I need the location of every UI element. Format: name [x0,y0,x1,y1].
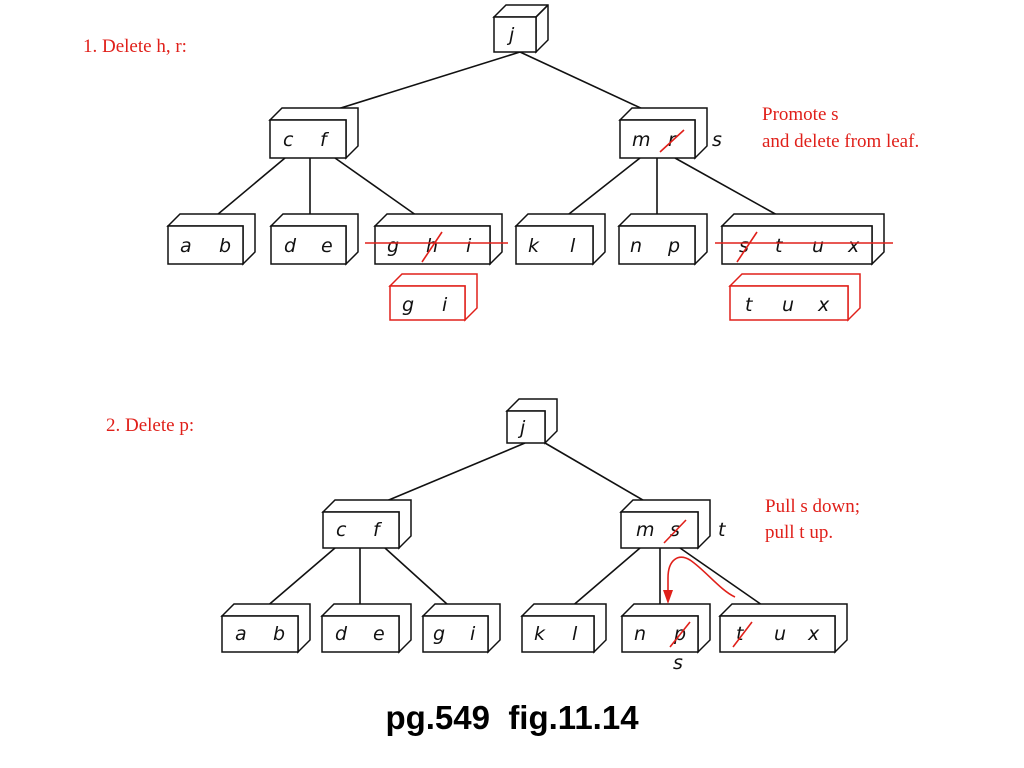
leaf-key: g [433,623,445,645]
p2-internal-left-node: c f [321,499,412,550]
figure-caption: pg.549 fig.11.14 [385,699,639,736]
leaf-key: p [667,235,680,257]
p1-key-f: f [320,129,330,151]
p1-root-node: j [492,4,549,54]
p2-leaf-tux: t u x [718,603,848,654]
p2-key-m: m [636,519,655,541]
p2-leaf-kl: k l [520,603,607,654]
p1-note-line2: and delete from leaf. [762,131,919,152]
p1-leaf-ab: a b [166,213,256,266]
leaf-key: i [466,235,472,257]
p2-root-key: j [517,417,526,439]
leaf-key: u [774,623,786,645]
leaf-key: s [739,235,749,257]
p2-pulled-down-key: s [673,652,683,674]
leaf-key: x [817,294,830,316]
p1-leaf-stux: s t u x [715,213,893,266]
leaf-key: a [180,235,192,257]
p1-leaf-ghi: g h i [365,213,508,266]
p2-internal-right-node: m s [619,499,711,550]
p2-note-line1: Pull s down; [765,496,860,517]
leaf-key: t [745,294,754,316]
part2-edges [257,442,776,615]
leaf-key: g [402,294,414,316]
p2-leaf-ab: a b [220,603,311,654]
leaf-key: d [284,235,297,257]
p2-leaf-de: d e [320,603,412,654]
leaf-key: t [775,235,784,257]
leaf-key: g [387,235,399,257]
p2-key-f: f [373,519,383,541]
p2-root-node: j [505,398,558,445]
leaf-key: l [570,235,576,257]
p1-internal-right-node: m r [618,107,708,160]
leaf-key: d [335,623,348,645]
p1-key-m: m [632,129,651,151]
p1-key-c: c [283,129,294,151]
leaf-key: b [273,623,285,645]
p1-note-line1: Promote s [762,104,839,125]
p1-new-leaf-gi: g i [388,273,478,322]
leaf-key: t [736,623,745,645]
leaf-key: l [572,623,578,645]
leaf-key: n [630,235,642,257]
leaf-key: u [782,294,794,316]
p1-internal-left-node: c f [268,107,359,160]
p2-key-c: c [336,519,347,541]
leaf-key: k [528,235,540,257]
p2-leaf-gi: g i [421,603,501,654]
leaf-key: x [807,623,820,645]
p2-leaf-np: n p [620,603,711,654]
part1-edges [204,51,796,226]
leaf-key: e [321,235,333,257]
p1-leaf-np: n p [617,213,708,266]
p1-leaf-kl: k l [514,213,606,266]
p1-heading: 1. Delete h, r: [83,36,187,57]
leaf-key: i [442,294,448,316]
p2-promoted-key: t [718,519,727,541]
p1-leaf-de: d e [269,213,359,266]
pull-arrow-icon [663,556,736,604]
leaf-key: k [534,623,546,645]
p1-new-leaf-tux: t u x [728,273,861,322]
p1-root-key: j [506,24,515,46]
p2-key-s: s [670,519,680,541]
leaf-key: n [634,623,646,645]
leaf-key: u [812,235,824,257]
p2-note-line2: pull t up. [765,522,833,543]
p1-promoted-key: s [712,129,722,151]
leaf-key: i [470,623,476,645]
p2-heading: 2. Delete p: [106,415,194,436]
leaf-key: a [235,623,247,645]
leaf-key: b [219,235,231,257]
leaf-key: e [373,623,385,645]
leaf-key: x [847,235,860,257]
